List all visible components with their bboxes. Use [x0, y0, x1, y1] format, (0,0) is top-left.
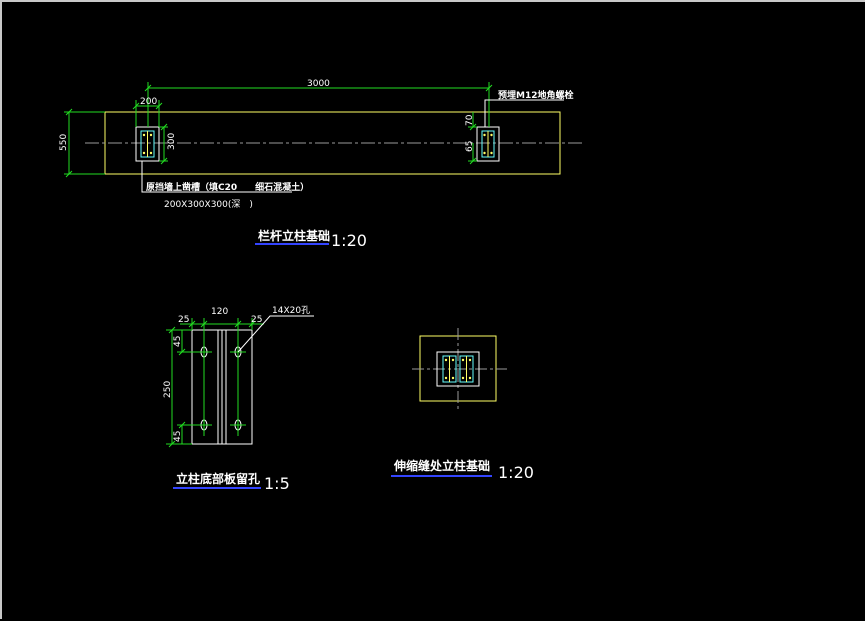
dim-300-line: [159, 123, 168, 165]
title-post-base-plate: 立柱底部板留孔: [176, 471, 260, 486]
dim-250: 250: [163, 381, 173, 398]
scale-2: 1:5: [264, 474, 290, 493]
dim-65: 65: [465, 141, 475, 152]
dim-25-right: 25: [251, 315, 262, 325]
dim-70: 70: [465, 114, 475, 126]
slot-holes: [200, 346, 242, 431]
dim-25-left: 25: [178, 315, 189, 325]
hole-leader: [237, 315, 314, 353]
scale-1: 1:20: [331, 231, 367, 250]
title-expansion-joint-post-foundation: 伸缩缝处立柱基础: [393, 458, 490, 473]
bolt-note: 预埋M12地角螺栓: [498, 89, 573, 101]
hole-note: 14X20孔: [272, 305, 310, 316]
dim-right-lines: [468, 112, 477, 165]
dim-45-bottom: 45: [173, 431, 183, 442]
plate-top-dims: [180, 318, 264, 342]
dim-300: 300: [167, 133, 177, 150]
dim-3000: 3000: [307, 79, 330, 89]
bolt-leader: [484, 99, 564, 127]
base-leader: [141, 161, 292, 193]
dim-45-top: 45: [173, 336, 183, 347]
hole-centerlines: [196, 342, 246, 436]
dim-200: 200: [140, 97, 157, 107]
joint-bolts: [444, 358, 472, 380]
dim-3000-line: [144, 82, 493, 127]
dim-200-line: [132, 100, 163, 127]
dim-550: 550: [59, 134, 69, 151]
expansion-joint-post-foundation-drawing: 伸缩缝处立柱基础 1:20: [391, 328, 534, 482]
base-note: 原挡墙上凿槽（填C20 细石混凝土）: [146, 181, 309, 193]
right-pocket: [476, 126, 500, 162]
plate-left-dims: [166, 326, 196, 448]
title-railing-post-foundation: 栏杆立柱基础: [258, 228, 330, 243]
dim-550-line: [64, 108, 105, 178]
joint-pocket: [436, 351, 480, 387]
dim-120: 120: [211, 307, 228, 317]
post-base-plate-drawing: 120 25 25 250 45 45 14X20孔 立柱底部板留孔 1:5: [163, 305, 314, 493]
base-size-note: 200X300X300(深 ): [164, 199, 253, 210]
scale-3: 1:20: [498, 463, 534, 482]
railing-post-foundation-drawing: 3000 200 300 550: [59, 79, 582, 250]
